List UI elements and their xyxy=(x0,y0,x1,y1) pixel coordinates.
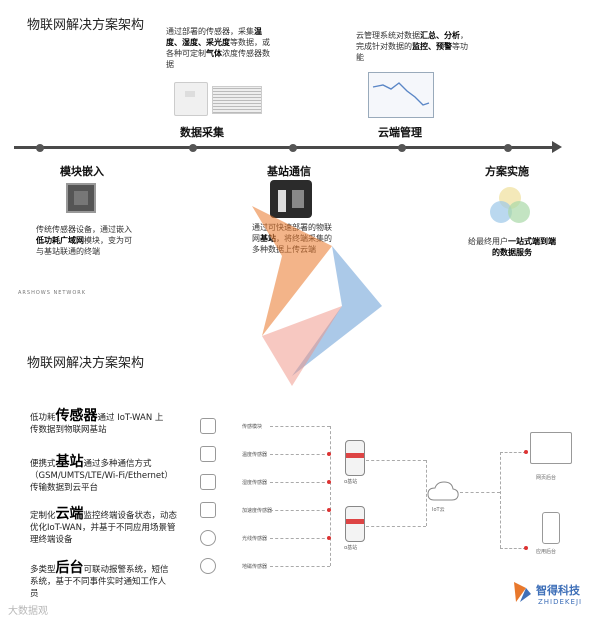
timeline-dot xyxy=(36,144,44,152)
venn-diagram-icon xyxy=(482,186,538,226)
monitor-icon xyxy=(530,432,572,464)
sensor-row: 温度传感器 xyxy=(200,446,282,462)
chip-module-image xyxy=(66,183,96,213)
step-label-module: 模块嵌入 xyxy=(60,165,104,178)
sensor-device-image xyxy=(174,82,208,116)
step-label-base-station: 基站通信 xyxy=(267,165,311,178)
accelerometer-icon xyxy=(200,502,216,518)
step-implementation-desc: 给最终用户一站式端到端的数据服务 xyxy=(468,237,556,257)
sensor-row: 湿度传感器 xyxy=(200,474,282,490)
gateway-device-icon xyxy=(345,506,365,542)
sensor-row: 加速度传感器 xyxy=(200,502,282,518)
humidity-icon xyxy=(200,474,216,490)
timeline-dot xyxy=(504,144,512,152)
module-caption: ARSHOWS NETWORK xyxy=(18,290,87,296)
sensor-rack-image xyxy=(212,86,262,114)
eye-icon xyxy=(200,530,216,546)
brand-sub: ZHIDEKEJI xyxy=(538,598,583,606)
sensor-icon xyxy=(200,418,216,434)
feature-base-station: 便携式基站通过多种通信方式（GSM/UMTS/LTE/Wi-Fi/Etherne… xyxy=(30,454,173,493)
gateway-device-icon xyxy=(345,440,365,476)
feature-backend: 多类型后台可联动报警系统，短信系统，基于不同事件实时通知工作人员 xyxy=(30,560,169,599)
timeline-dot xyxy=(289,144,297,152)
cloud-icon xyxy=(426,480,460,508)
watermark-left: 大数据观 xyxy=(8,606,48,617)
timeline-arrow-icon xyxy=(552,141,562,153)
network-diagram: 传感模块 温度传感器 湿度传感器 加速度传感器 光线传感器 地磁传感器 α基站 … xyxy=(190,408,600,618)
step-label-implementation: 方案实施 xyxy=(485,165,529,178)
step-label-data-collection: 数据采集 xyxy=(180,126,224,139)
brand-logo-icon xyxy=(512,580,532,604)
compass-icon xyxy=(200,558,216,574)
brand-name: 智得科技 xyxy=(536,584,580,597)
sensor-row: 地磁传感器 xyxy=(200,558,282,574)
gateway-label: α基站 xyxy=(344,545,358,551)
step-data-collection-desc: 通过部署的传感器，采集温度、湿度、采光度等数据，或各种可定制气体浓度传感器数据 xyxy=(166,27,270,69)
timeline-dot xyxy=(189,144,197,152)
phone-icon xyxy=(542,512,560,544)
thermometer-icon xyxy=(200,446,216,462)
logo-watermark-icon xyxy=(222,196,392,396)
top-title: 物联网解决方案架构 xyxy=(27,18,145,33)
step-cloud-desc: 云管理系统对数据汇总、分析，完成针对数据的监控、预警等功能 xyxy=(356,31,468,62)
base-station-case-image xyxy=(270,180,312,218)
timeline-axis xyxy=(14,146,556,149)
bottom-title: 物联网解决方案架构 xyxy=(27,356,145,371)
feature-sensor: 低功耗传感器通过 IoT-WAN 上传数据到物联网基站 xyxy=(30,408,164,435)
monitor-chart-image xyxy=(368,72,434,118)
sensor-row: 传感模块 xyxy=(200,418,282,434)
step-module-desc: 传统传感器设备，通过嵌入低功耗广域网模块，变为可与基站联通的终端 xyxy=(36,225,132,256)
feature-cloud: 定制化云端监控终端设备状态，动态优化IoT-WAN，并基于不同应用场景管理终端设… xyxy=(30,506,178,545)
timeline-dot xyxy=(398,144,406,152)
gateway-label: α基站 xyxy=(344,479,358,485)
line-chart-icon xyxy=(372,82,430,106)
sensor-row: 光线传感器 xyxy=(200,530,282,546)
terminal-label: 应用后台 xyxy=(536,549,557,555)
step-label-cloud: 云端管理 xyxy=(378,126,422,139)
terminal-label: 网页后台 xyxy=(536,475,557,481)
cloud-label: IoT云 xyxy=(432,507,445,513)
